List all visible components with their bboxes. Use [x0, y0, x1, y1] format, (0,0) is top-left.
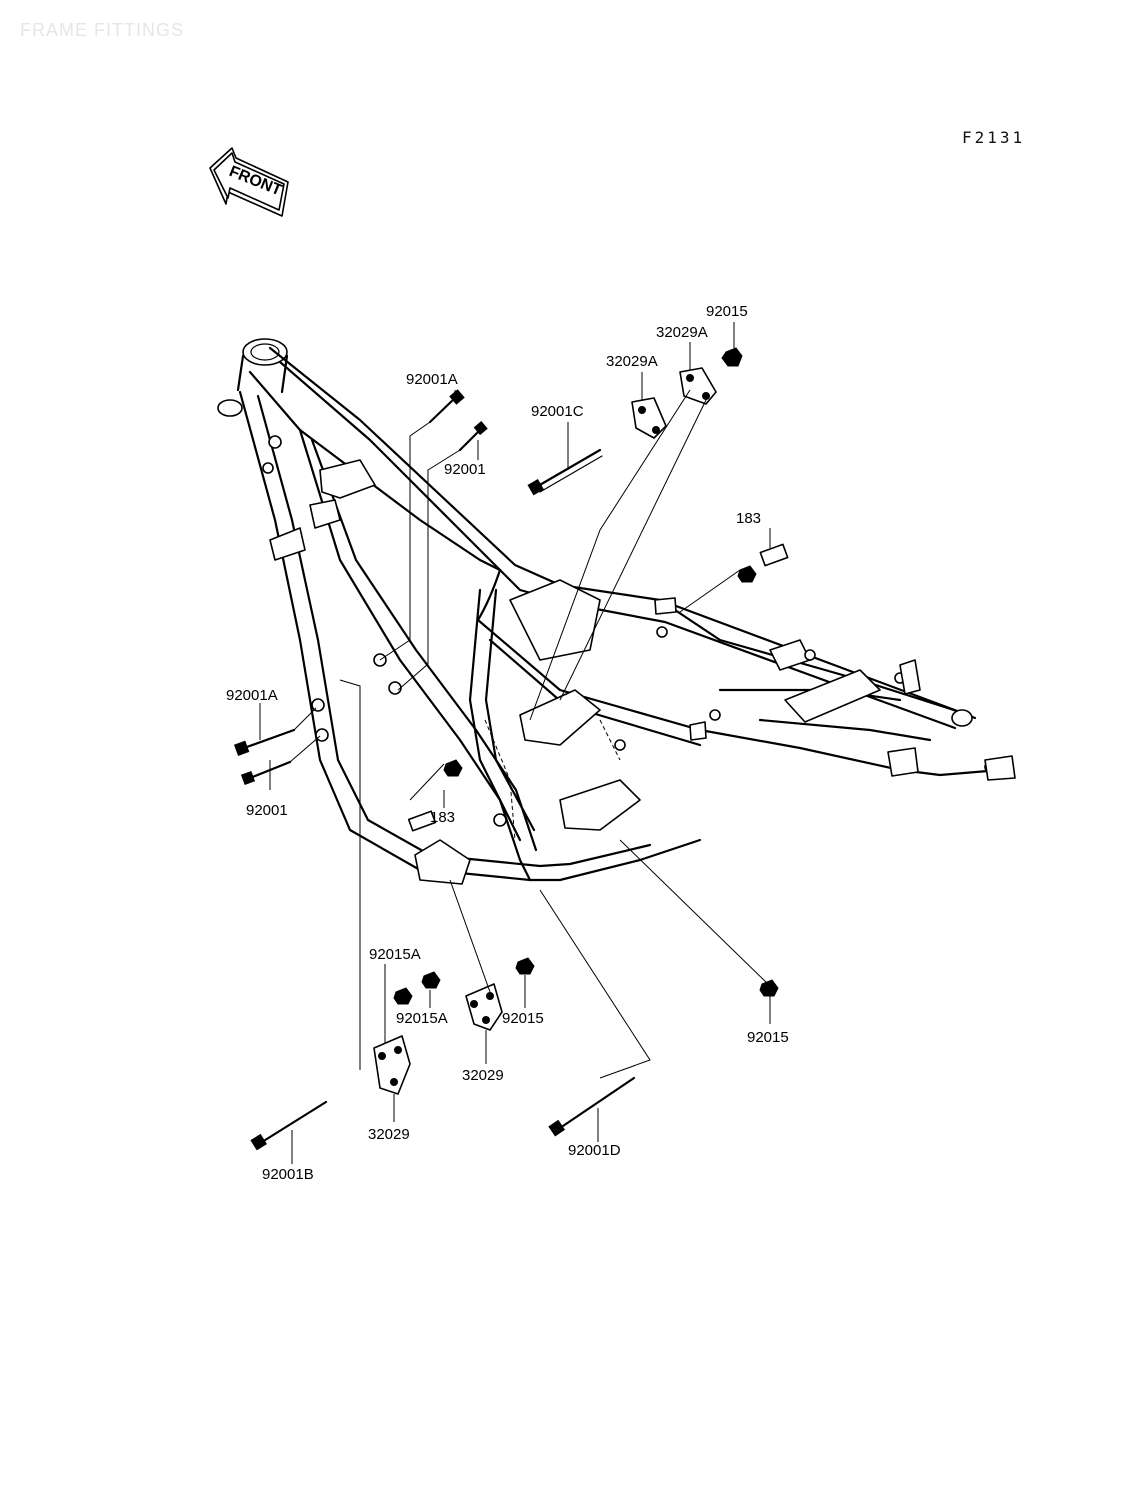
callout-92015-right: 92015: [747, 1029, 789, 1046]
bolt-92001B: [250, 1100, 328, 1151]
bracket-32029-low: [373, 1035, 411, 1095]
bracket-32029A-top: [679, 367, 717, 405]
leader-lines: [259, 322, 771, 1164]
bracket-32029A-mid: [631, 397, 667, 439]
callout-32029A-mid: 32029A: [606, 353, 658, 370]
nut-92015-top: [721, 347, 743, 367]
spacer-183-mid: [407, 759, 463, 832]
bolt-92001A-top: [428, 389, 465, 424]
bolt-92001-left: [240, 760, 292, 786]
callout-92001A-top: 92001A: [406, 371, 458, 388]
callout-92015A-mid: 92015A: [396, 1010, 448, 1027]
callout-92001-left: 92001: [246, 802, 288, 819]
nut-92015A-top: [393, 987, 413, 1005]
figure-code: F2131: [962, 128, 1026, 147]
callout-92001B: 92001B: [262, 1166, 314, 1183]
nut-92015A-mid: [421, 971, 441, 989]
callout-92015A-top: 92015A: [369, 946, 421, 963]
callout-32029A-top: 32029A: [656, 324, 708, 341]
nut-92015-right: [759, 979, 779, 997]
callout-92015-top: 92015: [706, 303, 748, 320]
bolt-92001D: [548, 1076, 636, 1137]
callout-183-right: 183: [736, 510, 762, 527]
bolt-92001-top: [458, 421, 488, 452]
callout-92001-top: 92001: [444, 461, 486, 478]
motorcycle-frame: [217, 338, 1016, 885]
callout-32029-low: 32029: [368, 1126, 410, 1143]
bracket-32029-mid: [465, 983, 503, 1031]
callout-32029-mid: 32029: [462, 1067, 504, 1084]
nut-92015-mid: [515, 957, 535, 975]
bolt-92001A-left: [233, 728, 296, 756]
callout-183-mid: 183: [430, 809, 456, 826]
spacer-183-right: [737, 543, 789, 583]
callout-92001D: 92001D: [568, 1142, 621, 1159]
callout-92015-mid: 92015: [502, 1010, 544, 1027]
callout-92001A-left: 92001A: [226, 687, 278, 704]
callout-92001C: 92001C: [531, 403, 584, 420]
bolt-92001C: [527, 448, 603, 496]
watermark-title: FRAME FITTINGS: [20, 20, 184, 40]
front-arrow-icon: FRONT: [209, 147, 289, 217]
